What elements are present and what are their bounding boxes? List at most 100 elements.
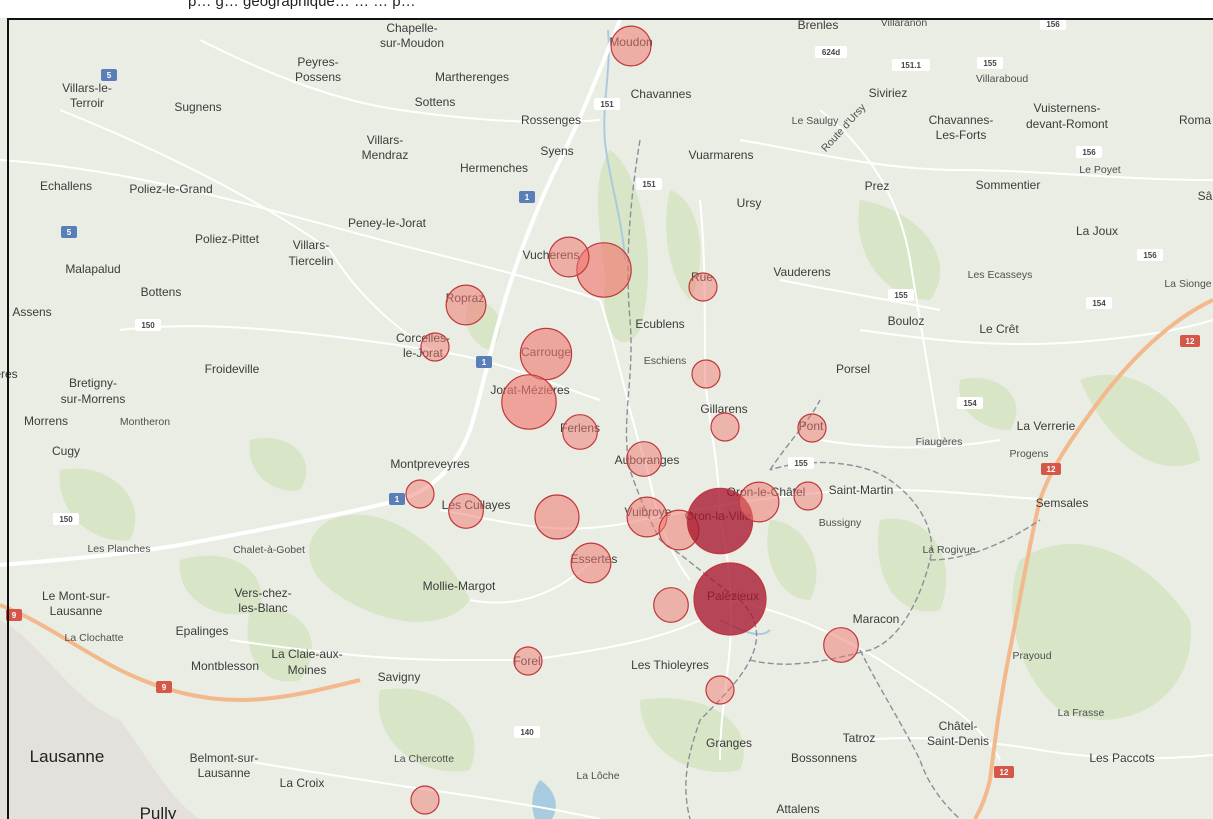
- place-label: Siviriez: [869, 86, 908, 100]
- forest-area: [249, 438, 307, 491]
- place-label: Le Poyet: [1079, 164, 1121, 176]
- road-shield: 155: [977, 57, 1003, 69]
- data-bubble[interactable]: [823, 627, 859, 663]
- highway-a12: [973, 298, 1213, 819]
- place-label: Villars-: [293, 238, 329, 252]
- road-shield: 155: [788, 457, 814, 469]
- place-label: Mendraz: [362, 148, 409, 162]
- road-shield: 151: [594, 98, 620, 110]
- data-bubble[interactable]: [691, 359, 721, 389]
- place-label: La Frasse: [1058, 707, 1105, 719]
- place-label: Tatroz: [843, 731, 876, 745]
- place-label: Hermenches: [460, 161, 528, 175]
- data-bubble[interactable]: [448, 493, 484, 529]
- data-bubble[interactable]: [445, 284, 487, 326]
- place-label: Vauderens: [773, 265, 830, 279]
- place-label: La Lôche: [576, 770, 619, 782]
- road-shield: 154: [1086, 297, 1112, 309]
- data-bubble[interactable]: [562, 414, 598, 450]
- road-shield-label: 1: [395, 495, 400, 504]
- place-label: Sommentier: [976, 178, 1041, 192]
- data-bubble[interactable]: [793, 481, 823, 511]
- place-label: Chalet-à-Gobet: [233, 544, 305, 556]
- place-label: Châtel-: [939, 719, 978, 733]
- data-bubble[interactable]: [501, 374, 557, 430]
- place-label: Vuisternens-: [1034, 101, 1101, 115]
- place-label: sur-Morrens: [61, 392, 126, 406]
- place-label: Pully: [140, 804, 177, 819]
- place-label: Semsales: [1036, 496, 1089, 510]
- place-label: Le Mont-sur-: [42, 589, 110, 603]
- data-bubbles[interactable]: [405, 25, 859, 815]
- place-label: Chavannes-: [929, 113, 994, 127]
- road: [0, 159, 601, 301]
- data-bubble[interactable]: [705, 675, 735, 705]
- data-bubble[interactable]: [570, 542, 612, 584]
- place-labels: sur-MoudonBrenlesVillaranonChapelle-sur-…: [0, 3, 1213, 819]
- place-label: La Chercotte: [394, 753, 454, 765]
- road-shield: 150: [53, 513, 79, 525]
- forest-area: [179, 555, 262, 615]
- road-shield: 9: [156, 681, 172, 693]
- data-bubble[interactable]: [519, 327, 573, 381]
- road: [859, 737, 1213, 760]
- road-shield: 624d: [815, 46, 847, 58]
- place-label: Saint-Martin: [829, 483, 894, 497]
- data-bubble[interactable]: [534, 494, 580, 540]
- place-label: devant-Romont: [1026, 117, 1109, 131]
- data-bubble[interactable]: [710, 412, 740, 442]
- road: [529, 619, 701, 661]
- road-shield-label: 154: [1092, 299, 1106, 308]
- road-shield-label: 154: [963, 399, 977, 408]
- place-label: Sâ: [1198, 189, 1213, 203]
- road-shield-label: 156: [1082, 148, 1096, 157]
- forest-area: [1012, 543, 1191, 720]
- place-label: Progens: [1009, 448, 1048, 460]
- data-bubble[interactable]: [405, 479, 435, 509]
- data-bubble[interactable]: [420, 332, 450, 362]
- road-shield-label: 12: [1000, 768, 1009, 777]
- data-bubble[interactable]: [610, 25, 652, 67]
- place-label: La Verrerie: [1017, 419, 1076, 433]
- data-bubble[interactable]: [410, 785, 440, 815]
- place-label: Ursy: [737, 196, 762, 210]
- data-bubble[interactable]: [513, 646, 543, 676]
- road: [229, 639, 530, 662]
- place-label: Prayoud: [1012, 650, 1051, 662]
- road-shield-label: 151: [600, 100, 614, 109]
- map-title: p… g… geographique… … … p…: [188, 0, 416, 10]
- place-label: Villaranon: [881, 17, 928, 29]
- road-shield-label: 5: [107, 71, 112, 80]
- place-label: le-Jorat: [403, 346, 444, 360]
- road-shield: 1: [389, 493, 405, 505]
- data-bubble[interactable]: [688, 272, 718, 302]
- road: [819, 109, 941, 441]
- road-shield-label: 5: [67, 228, 72, 237]
- place-label: Montpreveyres: [390, 457, 469, 471]
- road-shield-label: 624d: [822, 48, 840, 57]
- data-bubble[interactable]: [693, 562, 767, 636]
- place-label: Rossenges: [521, 113, 581, 127]
- place-label: Bottens: [141, 285, 182, 299]
- data-bubble[interactable]: [626, 441, 662, 477]
- road-shield: 12: [1180, 335, 1200, 347]
- road-shield: 156: [1137, 249, 1163, 261]
- place-label: Epalinges: [176, 624, 229, 638]
- data-bubble[interactable]: [653, 587, 689, 623]
- canton-border: [929, 519, 1041, 561]
- data-bubble[interactable]: [548, 236, 590, 278]
- place-label: Montblesson: [191, 659, 259, 673]
- place-label: sur-Moudon: [380, 36, 444, 50]
- road-shield-label: 155: [894, 291, 908, 300]
- data-bubble[interactable]: [797, 413, 827, 443]
- road: [199, 39, 601, 123]
- data-bubble[interactable]: [738, 481, 780, 523]
- road-shield-label: 156: [1046, 20, 1060, 29]
- place-label: La Claie-aux-: [271, 647, 342, 661]
- road-shield: 12: [1041, 463, 1061, 475]
- place-label: Le Crêt: [979, 322, 1019, 336]
- place-label: Lausanne: [198, 766, 251, 780]
- place-label: Prez: [865, 179, 890, 193]
